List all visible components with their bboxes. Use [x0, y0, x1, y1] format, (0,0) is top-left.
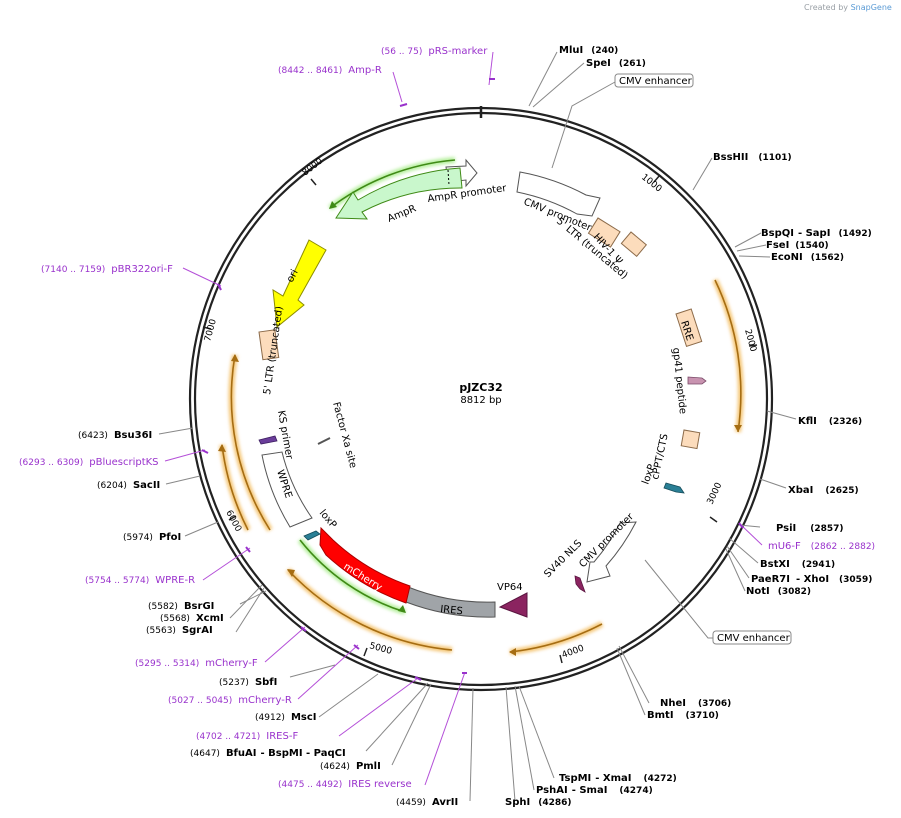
primer-amp-r: (8442 .. 8461)Amp-R: [278, 65, 382, 76]
enzyme-mlui: MluI(240): [559, 45, 618, 56]
ires-box: [405, 586, 496, 618]
primer-pbr322ori-f: (7140 .. 7159)pBR322ori-F: [41, 264, 173, 275]
box-cmv-enhancer-1: CMV enhancer: [619, 76, 693, 87]
gp41-arrow: [687, 376, 707, 385]
map-length: 8812 bp: [460, 395, 501, 406]
map-title: pJZC32: [459, 381, 502, 394]
enzyme-bsu36i: (6423)Bsu36I: [78, 430, 152, 441]
enzyme-bfuai: (4647)BfuAI- BspMI - PaqCI: [190, 748, 346, 759]
label-ires: IRES: [440, 604, 464, 617]
primer-mu6-f: mU6-F(2862 .. 2882): [768, 541, 875, 552]
enzyme-psii: PsiI(2857): [776, 523, 844, 534]
label-vp64: VP64: [497, 582, 523, 593]
mcherry-arrow: [319, 526, 411, 604]
enzyme-fsei: FseI(1540): [766, 240, 829, 251]
enzyme-bsrgi: (5582)BsrGI: [148, 601, 214, 612]
cppt-box: [680, 429, 701, 450]
enzyme-nhei: NheI(3706): [660, 698, 731, 709]
loxp-left-arrow: [303, 530, 321, 541]
enzyme-tspmi: TspMI- XmaI(4272): [559, 773, 677, 784]
enzyme-msci: (4912)MscI: [255, 712, 317, 723]
sv40-nls-arrow: [574, 575, 586, 593]
primer-marks: [201, 78, 744, 681]
enzyme-bmti: BmtI(3710): [647, 710, 719, 721]
label-factor-xa: Factor Xa site: [330, 401, 358, 470]
ltr5-left-box: [258, 329, 280, 361]
cmv-promoter-arrow: [516, 171, 601, 217]
hiv-psi-box: [620, 231, 648, 258]
enzyme-sbfi: (5237)SbfI: [219, 677, 277, 688]
ori-arrow: [272, 239, 327, 328]
primer-mcherry-r: (5027 .. 5045)mCherry-R: [168, 695, 292, 706]
enzyme-avrii: (4459)AvrII: [396, 797, 458, 808]
tick-3000: 3000: [706, 481, 725, 506]
factor-xa-mark: [317, 437, 331, 445]
label-ampr: AmpR: [386, 203, 418, 224]
tick-2000: 2000: [742, 328, 758, 353]
primer-mcherry-f: (5295 .. 5314)mCherry-F: [135, 658, 258, 669]
primer-labels: (56 .. 75)pRS-marker (8442 .. 8461)Amp-R…: [19, 46, 875, 790]
tick-5000: 5000: [368, 641, 393, 657]
ltr5-top-box: [587, 217, 621, 248]
enzyme-sacii: (6204)SacII: [97, 480, 160, 491]
primer-ires-reverse: (4475 .. 4492)IRES reverse: [278, 779, 412, 790]
orf-arcs: [218, 157, 744, 656]
box-cmv-enhancer-2: CMV enhancer: [717, 633, 791, 644]
enzyme-sphi: SphI(4286): [505, 797, 571, 808]
primer-pbluescriptks: (6293 .. 6309)pBluescriptKS: [19, 457, 159, 468]
enzyme-xbai: XbaI(2625): [788, 485, 859, 496]
label-gp41: gp41 peptide: [670, 347, 688, 414]
enzyme-sgrai: (5563)SgrAI: [146, 625, 213, 636]
enzyme-xcmi: (5568)XcmI: [160, 613, 224, 624]
enzyme-kfli: KflI(2326): [798, 416, 862, 427]
primer-ires-f: (4702 .. 4721)IRES-F: [196, 731, 298, 742]
label-ori: ori: [285, 268, 301, 285]
rre-box: [675, 308, 703, 347]
ampr-dotted: [447, 169, 450, 186]
loxp-right-arrow: [663, 482, 685, 494]
features: [258, 158, 707, 618]
enzyme-leaders: [158, 51, 797, 802]
enzyme-pfoi: (5974)PfoI: [123, 532, 181, 543]
enzyme-pmli: (4624)PmlI: [320, 761, 381, 772]
enzyme-pshai: PshAI- SmaI(4274): [536, 785, 653, 796]
enzyme-labels: MluI(240) SpeI(261) BssHII(1101) BspQI- …: [78, 45, 872, 808]
enzyme-paer7i: PaeR7I- XhoI(3059): [751, 574, 872, 585]
tick-8000: 8000: [301, 156, 325, 178]
wpre-box: [261, 451, 313, 528]
primer-wpre-r: (5754 .. 5774)WPRE-R: [85, 575, 195, 586]
enzyme-bspqi: BspQI- SapI(1492): [761, 228, 872, 239]
label-loxp-left: loxP: [317, 508, 339, 531]
enzyme-bstxi: BstXI(2941): [760, 559, 835, 570]
cmv-enhancer-callouts: CMV enhancer CMV enhancer: [551, 73, 792, 645]
primer-leaders: [164, 51, 763, 786]
primer-prs-marker: (56 .. 75)pRS-marker: [381, 46, 488, 57]
credit-text: Created by SnapGene: [804, 3, 892, 12]
cmv-promoter-2-arrow: [586, 521, 637, 583]
label-sv40-nls: SV40 NLS: [542, 538, 584, 580]
enzyme-econi: EcoNI(1562): [771, 252, 844, 263]
enzyme-bsshii: BssHII(1101): [713, 152, 792, 163]
ks-primer-arrow: [258, 435, 278, 445]
ampr-arrow: [335, 167, 463, 220]
vp64-arrow: [498, 592, 528, 618]
tick-marks: [202, 174, 758, 664]
enzyme-noti: NotI(3082): [746, 586, 811, 597]
enzyme-spei: SpeI(261): [586, 58, 646, 69]
tick-4000: 4000: [561, 643, 586, 660]
